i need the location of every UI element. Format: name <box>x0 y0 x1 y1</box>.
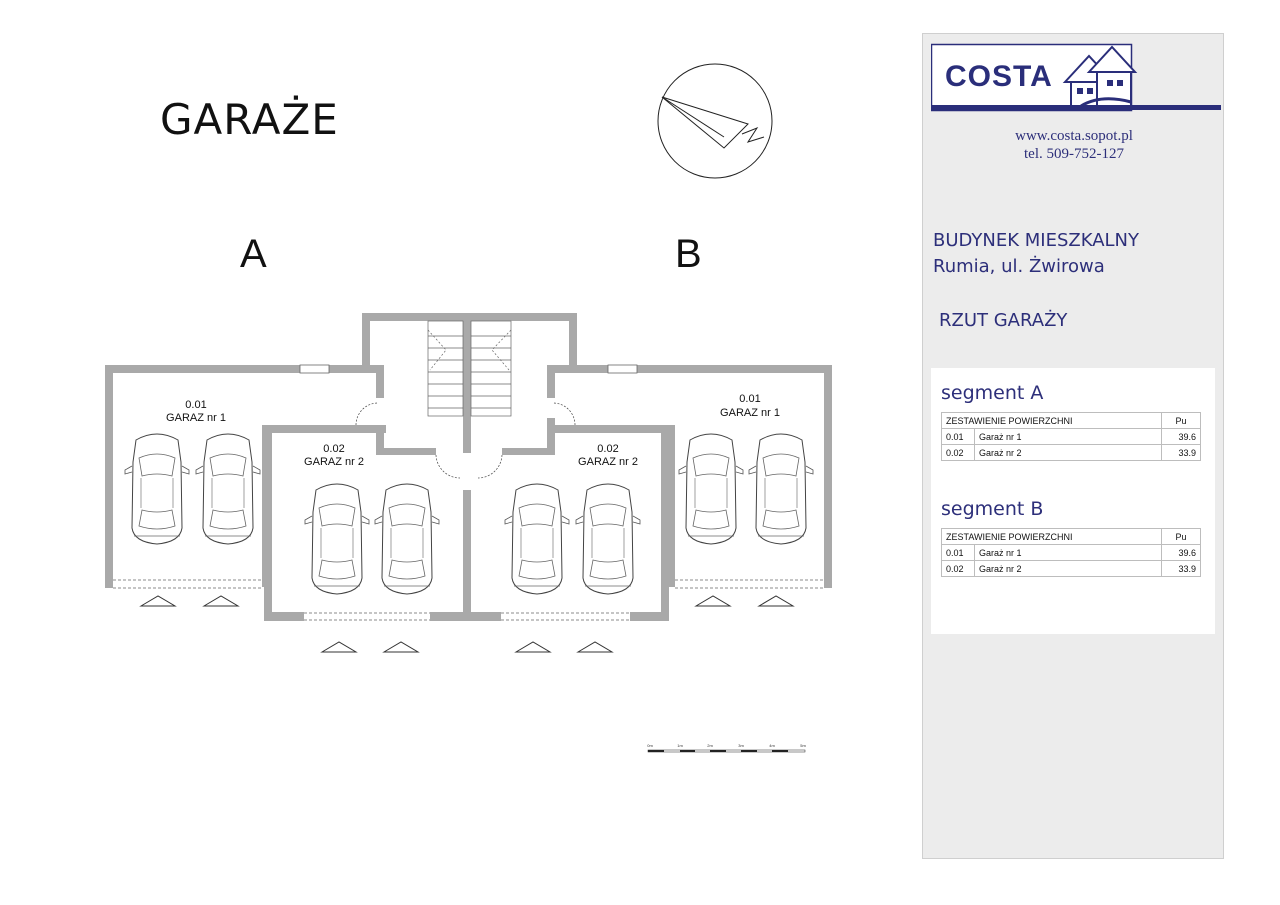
floor-plan: 0.01 GARAZ nr 1 0.02 GARAZ nr 2 0.02 GAR… <box>105 63 832 753</box>
table-row: 0.02 Garaż nr 2 33.9 <box>941 560 1201 577</box>
table-header: ZESTAWIENIE POWIERZCHNI <box>941 412 1162 429</box>
house-logo-icon <box>1062 45 1138 108</box>
north-arrow-icon <box>657 63 773 179</box>
area-tables: segment A ZESTAWIENIE POWIERZCHNI Pu 0.0… <box>931 368 1215 634</box>
segment-b-heading: segment B <box>941 498 1044 520</box>
room-name: Garaż nr 2 <box>974 560 1162 577</box>
title-block-panel: COSTA www.costa.sopot.pl tel. 509-752-12… <box>922 33 1224 859</box>
website-link[interactable]: www.costa.sopot.pl <box>1015 128 1133 144</box>
scale-tick: 3m <box>738 743 744 748</box>
room-b1-number: 0.01 <box>739 393 760 405</box>
room-b1-name: GARAZ nr 1 <box>720 407 780 419</box>
page-title: GARAŻE <box>160 95 339 144</box>
room-b2-name: GARAZ nr 2 <box>578 456 638 468</box>
room-a1-number: 0.01 <box>185 399 206 411</box>
logo-text: COSTA <box>945 60 1053 93</box>
phone-number: tel. 509-752-127 <box>1024 146 1124 162</box>
table-header-row: ZESTAWIENIE POWIERZCHNI Pu <box>941 412 1201 429</box>
table-header: ZESTAWIENIE POWIERZCHNI <box>941 528 1162 545</box>
room-a2-number: 0.02 <box>323 443 344 455</box>
room-b2-number: 0.02 <box>597 443 618 455</box>
table-row: 0.01 Garaż nr 1 39.6 <box>941 428 1201 445</box>
garage-doors <box>113 579 824 621</box>
scale-tick: 5m <box>800 743 806 748</box>
scale-tick: 2m <box>707 743 713 748</box>
table-row: 0.02 Garaż nr 2 33.9 <box>941 444 1201 461</box>
drawing-title: RZUT GARAŻY <box>939 310 1068 331</box>
room-name: Garaż nr 1 <box>974 428 1162 445</box>
room-area: 33.9 <box>1161 560 1201 577</box>
scale-bar: 0m 1m 2m 3m 4m 5m <box>647 743 806 753</box>
building-address: Rumia, ul. Żwirowa <box>933 256 1105 277</box>
table-row: 0.01 Garaż nr 1 39.6 <box>941 544 1201 561</box>
room-area: 39.6 <box>1161 428 1201 445</box>
segment-a-heading: segment A <box>941 382 1044 404</box>
area-table-segment-b: ZESTAWIENIE POWIERZCHNI Pu 0.01 Garaż nr… <box>941 528 1201 577</box>
building-name: BUDYNEK MIESZKALNY <box>933 230 1140 251</box>
room-name: Garaż nr 2 <box>974 444 1162 461</box>
area-table-segment-a: ZESTAWIENIE POWIERZCHNI Pu 0.01 Garaż nr… <box>941 412 1201 461</box>
table-unit: Pu <box>1161 412 1201 429</box>
room-area: 39.6 <box>1161 544 1201 561</box>
table-header-row: ZESTAWIENIE POWIERZCHNI Pu <box>941 528 1201 545</box>
segment-b-label: B <box>675 232 702 276</box>
table-unit: Pu <box>1161 528 1201 545</box>
door-swings <box>355 402 576 479</box>
company-logo: COSTA <box>931 42 1221 114</box>
scale-tick: 1m <box>677 743 683 748</box>
room-id: 0.01 <box>941 544 975 561</box>
windows <box>299 364 638 374</box>
stairs <box>427 320 512 417</box>
room-id: 0.01 <box>941 428 975 445</box>
room-id: 0.02 <box>941 560 975 577</box>
segment-a-label: A <box>240 232 267 276</box>
room-a1-name: GARAZ nr 1 <box>166 412 226 424</box>
room-a2-name: GARAZ nr 2 <box>304 456 364 468</box>
room-id: 0.02 <box>941 444 975 461</box>
walls <box>105 313 832 621</box>
scale-tick: 4m <box>769 743 775 748</box>
room-area: 33.9 <box>1161 444 1201 461</box>
room-name: Garaż nr 1 <box>974 544 1162 561</box>
scale-tick: 0m <box>647 743 653 748</box>
